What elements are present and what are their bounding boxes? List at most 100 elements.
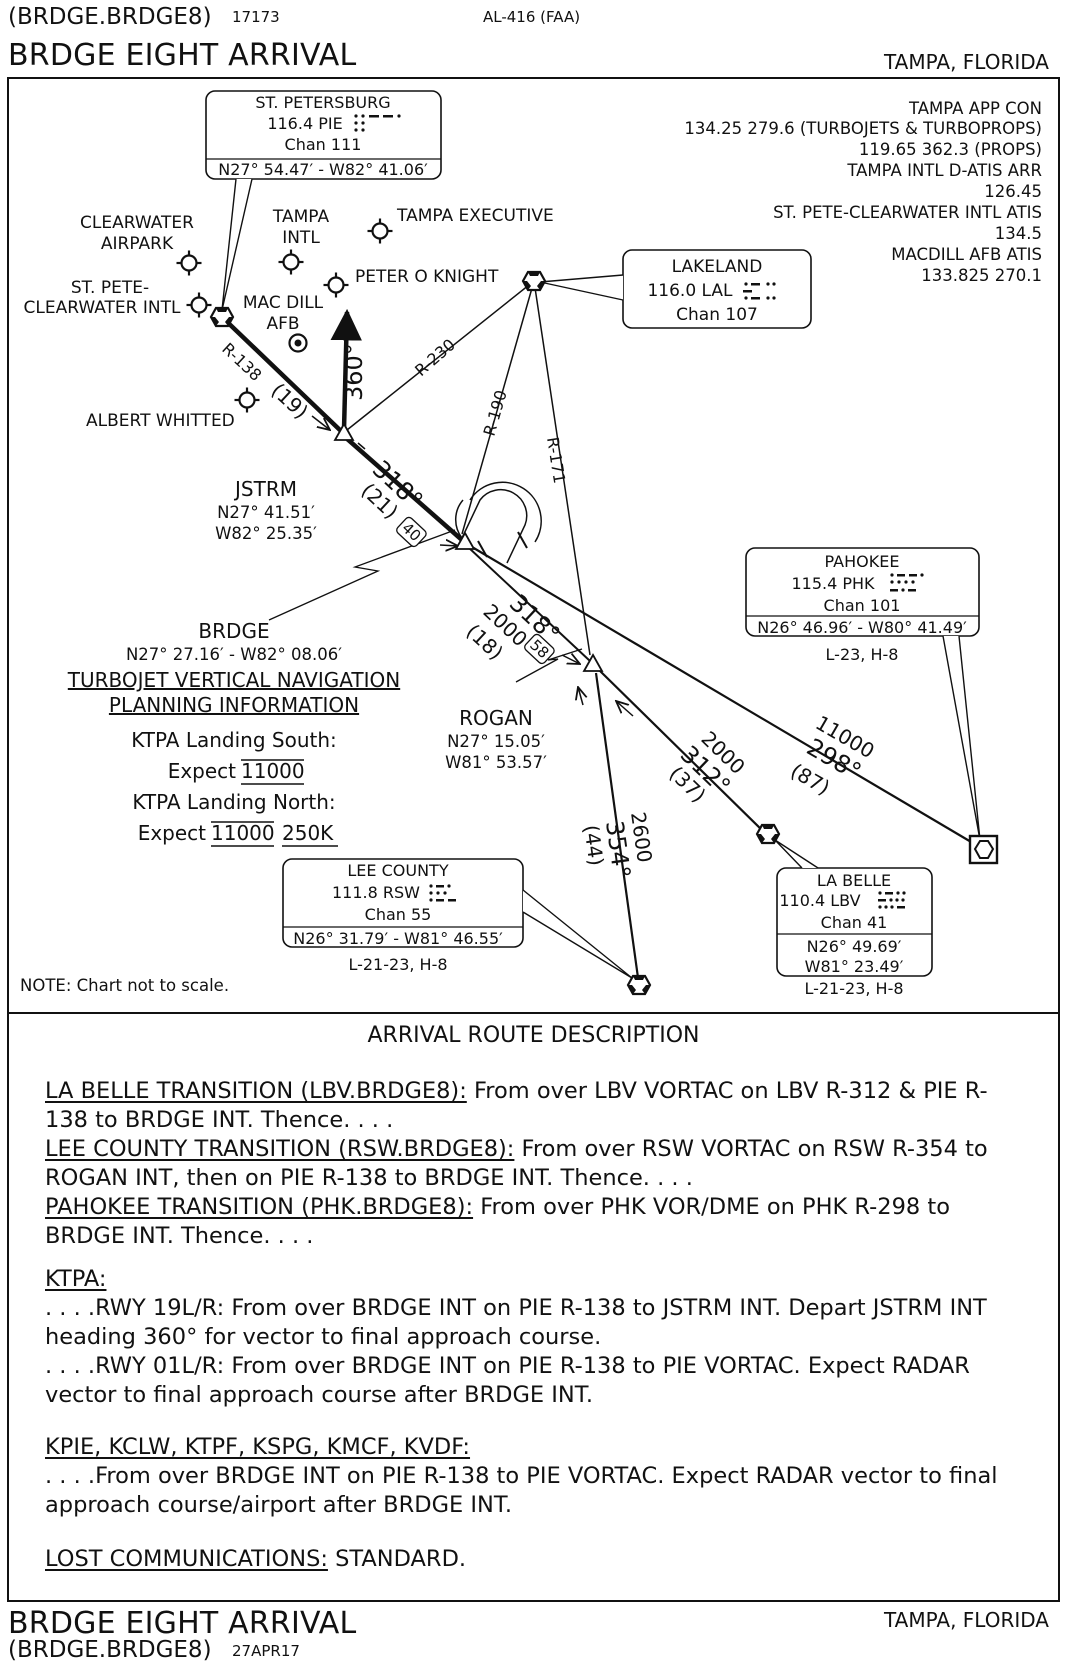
rsw-charts: L-21-23, H-8	[348, 955, 447, 974]
communications-block: TAMPA APP CON 134.25 279.6 (TURBOJETS & …	[684, 99, 1042, 285]
lal-channel: Chan 107	[676, 305, 758, 325]
lal-frequency: 116.0 LAL	[647, 281, 733, 301]
rsw-transition-heading: LEE COUNTY TRANSITION (RSW.BRDGE8):	[45, 1136, 515, 1162]
radial-lal-171	[533, 280, 591, 656]
lbv-vortac-icon[interactable]	[755, 823, 781, 845]
vnav-planning-info: TURBOJET VERTICAL NAVIGATION PLANNING IN…	[67, 668, 400, 847]
phk-charts: L-23, H-8	[826, 645, 899, 664]
ktpa-rwy-19: . . . .RWY 19L/R: From over BRDGE INT on…	[45, 1295, 987, 1350]
lost-comms-block: LOST COMMUNICATIONS: STANDARD.	[45, 1545, 1025, 1574]
phk-transition-heading: PAHOKEE TRANSITION (PHK.BRDGE8):	[45, 1194, 474, 1220]
svg-text:TAMPA APP CON: TAMPA APP CON	[908, 99, 1042, 118]
other-airports-heading: KPIE, KCLW, KTPF, KSPG, KMCF, KVDF:	[45, 1434, 471, 1460]
lbv-morse-icon	[878, 891, 906, 909]
pie-morse-icon	[354, 114, 401, 132]
rogan-name: ROGAN	[459, 706, 533, 730]
phk-coordinates: N26° 46.96′ - W80° 41.49′	[757, 618, 967, 637]
vnav-south-label: KTPA Landing South:	[131, 728, 337, 752]
lbv-info-box: LA BELLE 110.4 LBV Chan 41 N26° 49.69′ W…	[774, 839, 933, 977]
chart-border	[7, 77, 1060, 1602]
ktpa-block: KTPA: . . . .RWY 19L/R: From over BRDGE …	[45, 1265, 1025, 1410]
lbv-name: LA BELLE	[817, 871, 891, 890]
vnav-north-expect: Expect	[138, 821, 206, 845]
brdge-coordinates: N27° 27.16′ - W82° 08.06′	[126, 645, 342, 664]
phk-morse-icon	[890, 573, 924, 592]
phk-name: PAHOKEE	[825, 552, 900, 571]
location: TAMPA, FLORIDA	[884, 50, 1049, 74]
jstrm-heading-360: 360°	[340, 343, 368, 401]
lbv-frequency: 110.4 LBV	[779, 891, 860, 910]
albert-whitted-icon[interactable]	[233, 386, 261, 414]
radial-r230-label: R-230	[411, 335, 459, 380]
phk-channel: Chan 101	[824, 596, 901, 615]
lbv-transition: LA BELLE TRANSITION (LBV.BRDGE8): From o…	[45, 1077, 1025, 1135]
vnav-south-expect: Expect	[168, 759, 236, 783]
rsw-coordinates: N26° 31.79′ - W81° 46.55′	[293, 929, 503, 948]
radial-r171-label: R-171	[543, 436, 569, 485]
faa-reference: AL-416 (FAA)	[483, 8, 581, 26]
albert-whitted-label: ALBERT WHITTED	[86, 411, 235, 431]
rogan-latitude: N27° 15.05′	[447, 732, 545, 751]
jstrm-longitude: W82° 25.35′	[215, 524, 317, 543]
footer-title: BRDGE EIGHT ARRIVAL	[8, 1606, 357, 1641]
tampa-executive-icon[interactable]	[366, 217, 394, 245]
pie-info-box: ST. PETERSBURG 116.4 PIE Chan 111 N27° 5…	[205, 90, 442, 311]
peter-o-knight-icon[interactable]	[322, 271, 350, 299]
macdill-afb-icon[interactable]	[288, 333, 308, 353]
radial-r138-label: R-138	[218, 339, 265, 385]
svg-text:ST. PETE-CLEARWATER INTL ATIS: ST. PETE-CLEARWATER INTL ATIS	[773, 203, 1042, 222]
route-pie-jstrm	[220, 315, 344, 434]
lal-name: LAKELAND	[672, 257, 763, 277]
brdge-name: BRDGE	[198, 619, 269, 643]
footer-location: TAMPA, FLORIDA	[884, 1608, 1049, 1632]
rsw-morse-icon	[429, 884, 456, 902]
route-brdge-rogan	[467, 546, 591, 662]
lal-vortac-icon[interactable]	[521, 270, 547, 292]
st-pete-clearwater-label-1: ST. PETE-	[71, 278, 149, 298]
lal-morse-icon	[743, 282, 776, 300]
route-lbv-rogan	[597, 668, 769, 837]
transitions-block: LA BELLE TRANSITION (LBV.BRDGE8): From o…	[45, 1077, 1025, 1251]
svg-text:119.65 362.3 (PROPS): 119.65 362.3 (PROPS)	[859, 140, 1042, 159]
lbv-channel: Chan 41	[821, 913, 888, 932]
vnav-north-speed: 250K	[282, 821, 334, 845]
pie-jstrm-distance: (19)	[267, 378, 313, 424]
vnav-north-altitude: 11000	[211, 821, 275, 845]
description-title: ARRIVAL ROUTE DESCRIPTION	[367, 1023, 700, 1048]
phk-vordme-icon[interactable]	[968, 834, 999, 865]
st-pete-clearwater-icon[interactable]	[185, 291, 213, 319]
route-jstrm-brdge	[343, 435, 464, 542]
st-pete-clearwater-label-2: CLEARWATER INTL	[24, 298, 181, 318]
svg-text:TAMPA INTL D-ATIS ARR: TAMPA INTL D-ATIS ARR	[846, 161, 1042, 180]
ktpa-heading: KTPA:	[45, 1266, 107, 1292]
pie-vortac-icon[interactable]	[209, 306, 235, 328]
peter-o-knight-label: PETER O KNIGHT	[355, 267, 499, 287]
holding-pattern	[461, 488, 528, 564]
vnav-title-1: TURBOJET VERTICAL NAVIGATION	[67, 668, 400, 692]
lost-comms-heading: LOST COMMUNICATIONS:	[45, 1546, 328, 1572]
tampa-intl-label-1: TAMPA	[272, 207, 330, 227]
page-title: BRDGE EIGHT ARRIVAL	[8, 38, 357, 73]
footer-code: (BRDGE.BRDGE8)	[8, 1637, 212, 1663]
radial-lal-230	[346, 280, 535, 431]
pie-name: ST. PETERSBURG	[255, 93, 390, 112]
rsw-name: LEE COUNTY	[347, 861, 448, 880]
svg-text:133.825 270.1: 133.825 270.1	[921, 266, 1042, 285]
macdill-label-1: MAC DILL	[243, 293, 324, 313]
lbv-coordinates-lon: W81° 23.49′	[805, 957, 904, 976]
route-heading-360	[330, 308, 363, 431]
rsw-vortac-icon[interactable]	[626, 974, 652, 996]
svg-text:134.25 279.6 (TURBOJETS & TUR: 134.25 279.6 (TURBOJETS & TURBOPROPS)	[684, 119, 1042, 138]
clearwater-airpark-label-1: CLEARWATER	[80, 213, 194, 233]
tampa-intl-label-2: INTL	[282, 228, 320, 248]
rsw-transition: LEE COUNTY TRANSITION (RSW.BRDGE8): From…	[45, 1135, 1025, 1193]
route-phk-brdge	[471, 546, 984, 850]
clearwater-airpark-icon[interactable]	[175, 249, 203, 277]
footer-date: 27APR17	[232, 1642, 300, 1660]
tampa-intl-icon[interactable]	[277, 248, 305, 276]
jstrm-name: JSTRM	[233, 477, 297, 501]
phk-frequency: 115.4 PHK	[791, 574, 875, 593]
lbv-transition-text: From over LBV VORTAC on LBV R-312 & PIE …	[45, 1078, 988, 1133]
other-airports-text: . . . .From over BRDGE INT on PIE R-138 …	[45, 1463, 998, 1518]
